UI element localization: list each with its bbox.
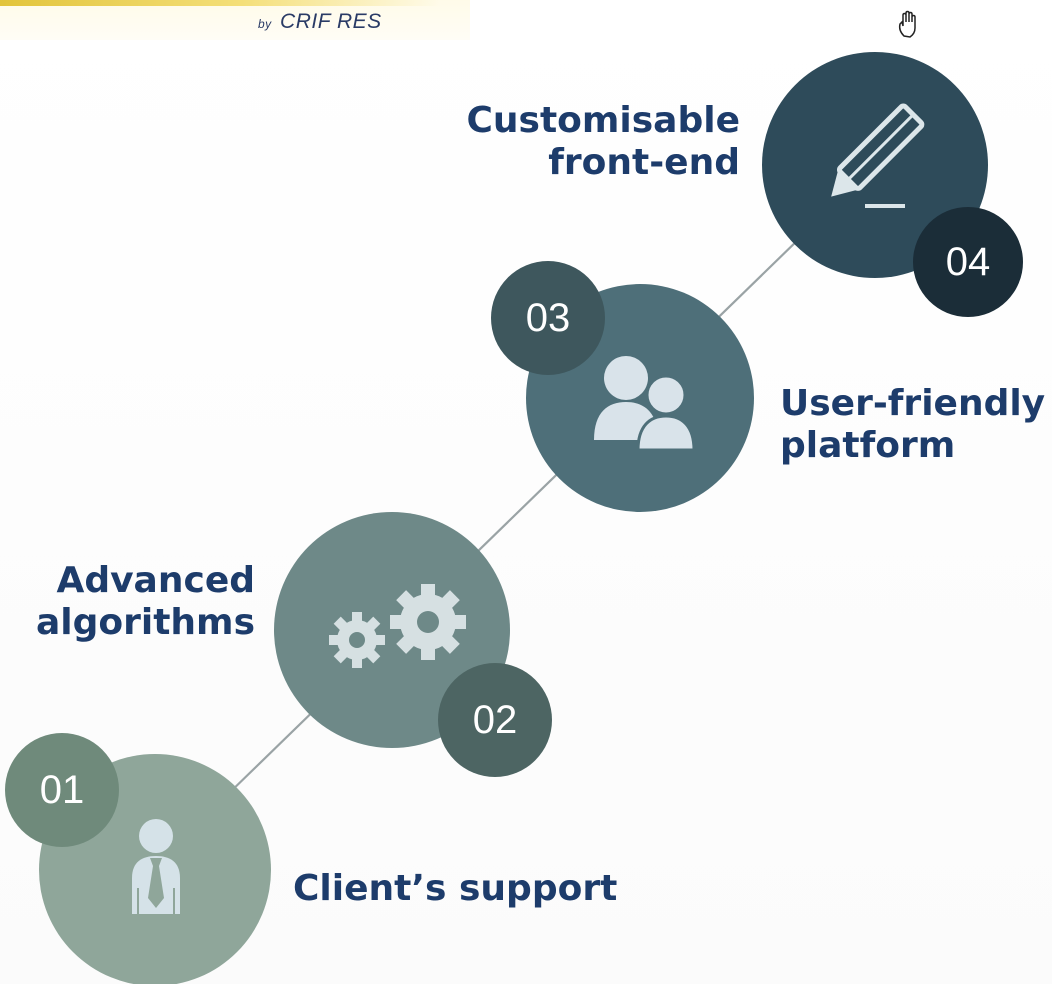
logo-text: by CRIF RES [258, 10, 382, 34]
step-01-label: Client’s support [293, 868, 618, 909]
connector-line [149, 164, 876, 871]
step-04-label-line-1: Customisable [466, 100, 740, 141]
step-01-number: 01 [39, 767, 85, 812]
logo-by: by [258, 17, 272, 31]
step-02-label-line-2: algorithms [35, 602, 255, 643]
step-04-number: 04 [945, 239, 991, 284]
step-02-label: Advanced algorithms [20, 560, 255, 644]
step-03-label-line-1: User-friendly [780, 383, 1046, 424]
step-03-number: 03 [525, 295, 571, 340]
step-04-label-line-2: front-end [548, 142, 740, 183]
step-03-label-line-2: platform [780, 425, 956, 466]
users-icon [594, 356, 696, 452]
hand-cursor-icon [898, 10, 916, 38]
step-03-label: User-friendly platform [780, 383, 1050, 467]
badge-01-disc [5, 733, 119, 847]
logo-stripe [0, 0, 440, 6]
business-person-icon [132, 819, 180, 914]
gears-icon [329, 584, 466, 668]
pencil-icon [831, 103, 925, 208]
badge-03-disc [491, 261, 605, 375]
badge-02-disc [438, 663, 552, 777]
badge-04-disc [913, 207, 1023, 317]
logo-brand: CRIF RES [280, 10, 382, 33]
step-02-label-line-1: Advanced [56, 560, 255, 601]
step-02-number: 02 [472, 697, 518, 742]
logo-area: by CRIF RES [0, 0, 470, 40]
step-04-label: Customisable front-end [430, 100, 740, 184]
